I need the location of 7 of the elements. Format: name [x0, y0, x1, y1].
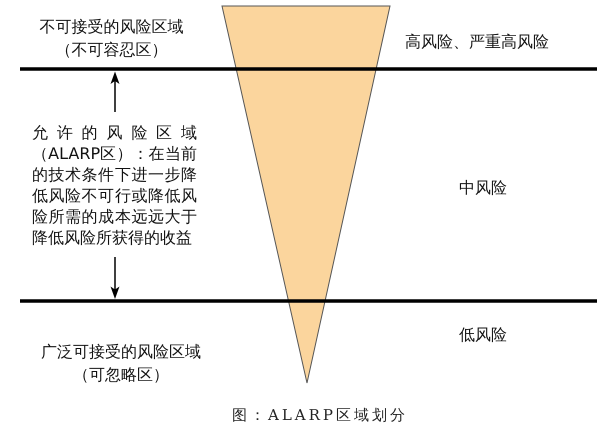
- figure-caption: 图：ALARP区域划分: [232, 406, 408, 425]
- region-label: 不可接受的风险区域（不可容忍区）: [38, 16, 184, 61]
- risk-level-label: 中风险: [459, 177, 507, 199]
- region-description: 允许的风险区域（ALARP区）：在当前的技术条件下进一步降低风险不可行或降低风险所需的成本远远大于降低风险所获得的收益: [32, 122, 197, 248]
- risk-level-label: 低风险: [459, 324, 507, 346]
- region-label: 广泛可接受的风险区域（可忽略区）: [40, 341, 202, 386]
- risk-level-label: 高风险、严重高风险: [405, 31, 549, 53]
